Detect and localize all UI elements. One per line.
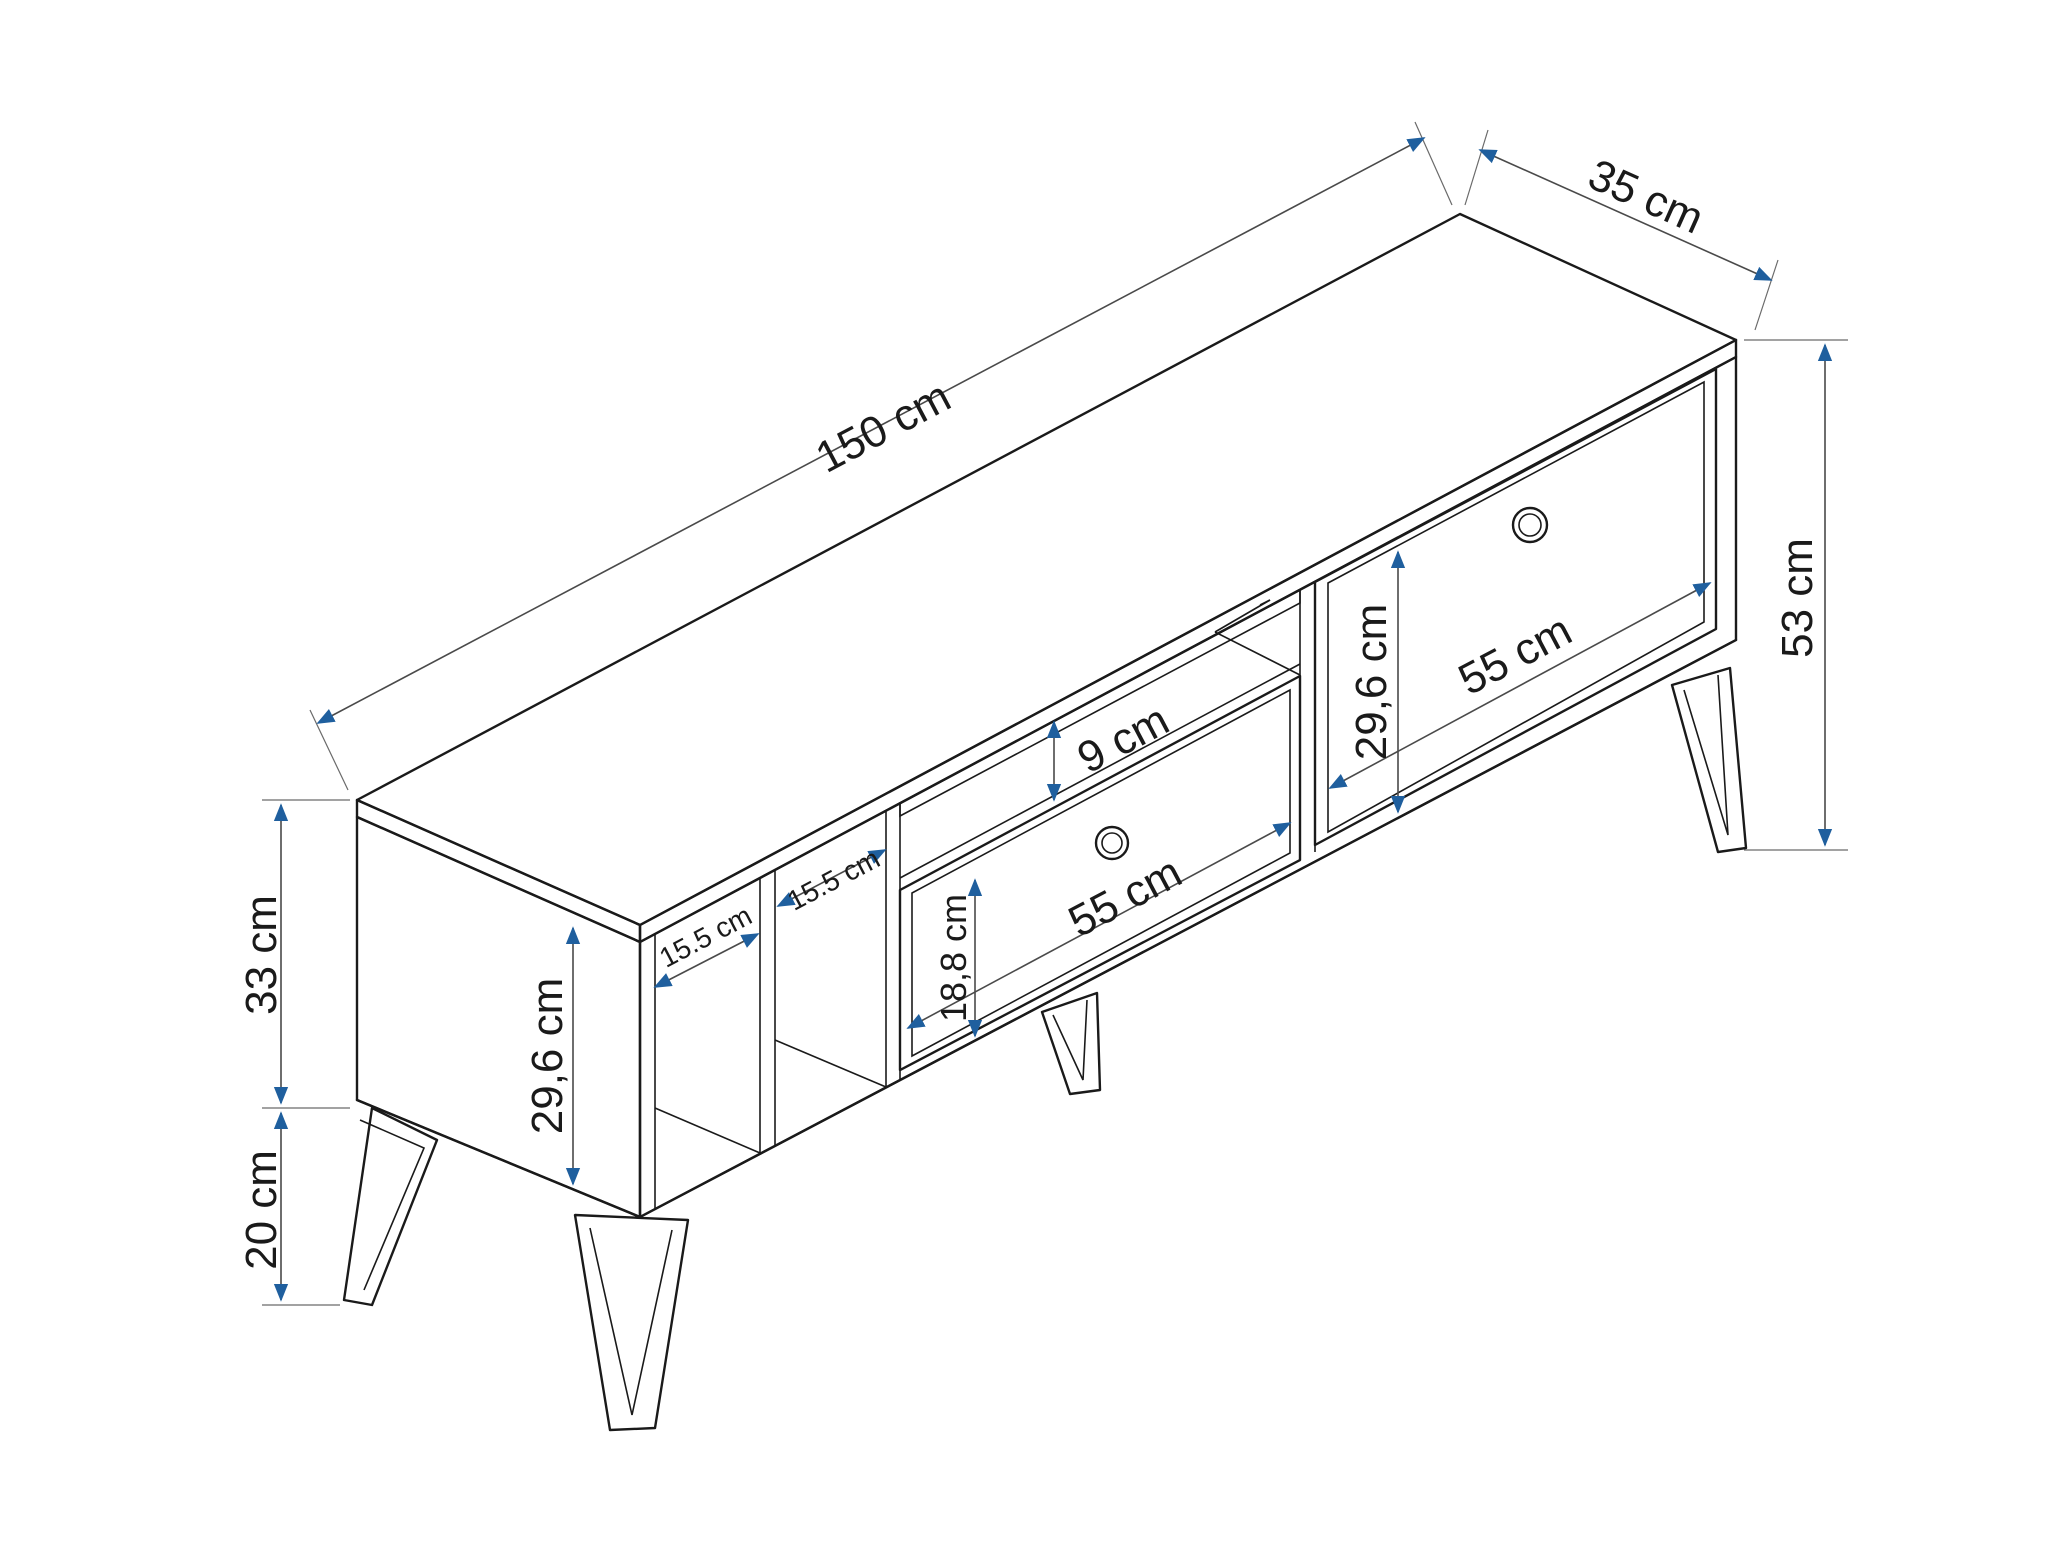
dim-line-length	[316, 137, 1426, 724]
label-leg-height: 20 cm	[237, 1150, 286, 1270]
leg-back-middle	[1040, 991, 1102, 1096]
label-shelf-height: 29,6 cm	[523, 978, 572, 1135]
label-shelf-width-right: 15.5 cm	[782, 843, 885, 917]
label-drawer-height: 18,8 cm	[933, 894, 974, 1022]
door-knob-icon	[1511, 506, 1549, 544]
dim-line-depth	[1478, 149, 1773, 281]
dim-line-shelf-width-right	[776, 849, 887, 907]
drawer-knob-icon	[1094, 825, 1130, 861]
label-door-height: 29,6 cm	[1347, 604, 1396, 761]
cabinet-top	[355, 212, 1738, 927]
dimension-labels: 150 cm 35 cm 53 cm 33 cm 20 cm 29,6 cm 1…	[237, 150, 1822, 1270]
dim-line-shelf-width-left	[653, 933, 760, 988]
dimension-lines	[262, 121, 1848, 1306]
label-depth: 35 cm	[1581, 150, 1710, 244]
dim-line-door-width	[1328, 582, 1712, 789]
cabinet-front	[638, 355, 1738, 1219]
label-shelf-width-left: 15.5 cm	[654, 900, 757, 974]
leg-back-right	[1670, 666, 1748, 854]
label-length: 150 cm	[808, 372, 958, 483]
leg-front-middle	[573, 1213, 690, 1432]
door-front	[1313, 367, 1718, 847]
leg-front-left	[342, 1106, 439, 1307]
divider	[1299, 582, 1316, 860]
label-door-width: 55 cm	[1451, 605, 1580, 704]
cabinet-top-front-edge	[355, 798, 642, 944]
label-total-height: 53 cm	[1773, 538, 1822, 658]
label-body-height: 33 cm	[237, 895, 286, 1015]
label-drawer-width: 55 cm	[1061, 847, 1190, 946]
dim-line-drawer-width	[906, 822, 1292, 1029]
